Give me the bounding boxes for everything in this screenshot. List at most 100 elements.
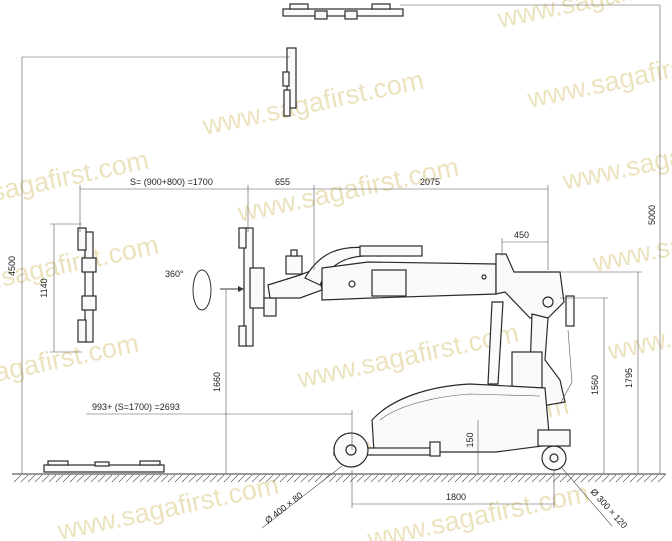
floor-vacuum-frame <box>43 460 165 473</box>
ground-hatch-line <box>146 474 155 483</box>
ground-hatch-line <box>363 474 372 483</box>
ground-hatch-line <box>272 474 281 483</box>
ground-hatch-line <box>377 474 386 483</box>
ground-hatch-line <box>209 474 218 483</box>
lifting-arm <box>267 245 497 301</box>
ground-hatch-line <box>251 474 260 483</box>
ground-hatch-line <box>559 474 568 483</box>
ground-hatch-line <box>342 474 351 483</box>
chassis <box>333 383 571 471</box>
ground-hatch-line <box>517 474 526 483</box>
ground-hatch-line <box>524 474 533 483</box>
ground-hatch-line <box>475 474 484 483</box>
dim-1795: 1795 <box>624 368 634 388</box>
watermark-13: www.sagafirst.com <box>54 470 281 541</box>
rotation-label: 360° <box>165 269 184 279</box>
ground-hatch-line <box>174 474 183 483</box>
ground-hatch-line <box>538 474 547 483</box>
ground-hatch-line <box>566 474 575 483</box>
dim-5000: 5000 <box>647 205 657 225</box>
ground-hatch-line <box>412 474 421 483</box>
rotation-indicator: 360° <box>165 269 244 311</box>
ground-hatch-line <box>573 474 582 483</box>
ground-hatch-line <box>636 474 645 483</box>
front-vacuum-frame <box>238 227 277 347</box>
ground-hatch-line <box>426 474 435 483</box>
ground-hatch-line <box>314 474 323 483</box>
ground-hatch-line <box>594 474 603 483</box>
ground-hatch-line <box>181 474 190 483</box>
ground-hatch-line <box>370 474 379 483</box>
ground-hatch-line <box>398 474 407 483</box>
watermark-6: www.sagafirst.com <box>559 120 672 196</box>
watermark-8: www.sagafirst.com <box>294 318 521 394</box>
ground-hatch-line <box>489 474 498 483</box>
ground-hatch-line <box>13 474 22 483</box>
watermark-9: www.sagafirst.com <box>589 202 672 278</box>
ground-hatch-line <box>650 474 659 483</box>
dim-1560: 1560 <box>590 375 600 395</box>
watermark-2: www.sagafirst.com <box>199 65 426 141</box>
ground-hatch-line <box>132 474 141 483</box>
ground-hatch-line <box>349 474 358 483</box>
ground-hatch-line <box>608 474 617 483</box>
ground-hatch-line <box>384 474 393 483</box>
ground-hatch-line <box>454 474 463 483</box>
ground-hatch-line <box>237 474 246 483</box>
ground-hatch-line <box>468 474 477 483</box>
ground-hatch-line <box>293 474 302 483</box>
ground-hatch-line <box>258 474 267 483</box>
ground-hatch-line <box>90 474 99 483</box>
watermark-4: www.sagafirst.com <box>0 145 151 221</box>
ground-hatch-line <box>580 474 589 483</box>
mast <box>487 253 575 407</box>
ground-hatch-line <box>48 474 57 483</box>
dim-150: 150 <box>465 432 475 447</box>
ground-hatch-line <box>125 474 134 483</box>
ground-hatch-line <box>83 474 92 483</box>
ground-hatch-line <box>97 474 106 483</box>
ground-hatch-line <box>20 474 29 483</box>
dim-2075: 2075 <box>420 177 440 187</box>
raised-vacuum-frame <box>282 47 297 117</box>
ground-hatch-line <box>104 474 113 483</box>
ground-hatch-line <box>482 474 491 483</box>
ground-hatch-line <box>419 474 428 483</box>
ground-hatch-line <box>307 474 316 483</box>
dim-reach: 993+ (S=1700) =2693 <box>92 402 180 412</box>
ground-hatch-line <box>244 474 253 483</box>
ground-hatch-line <box>195 474 204 483</box>
ground-hatch-line <box>531 474 540 483</box>
ground-hatch-line <box>202 474 211 483</box>
ground-hatch-line <box>286 474 295 483</box>
watermark-10: www.sagafirst.com <box>0 328 141 404</box>
ground-hatch-line <box>62 474 71 483</box>
ground-hatch-line <box>76 474 85 483</box>
ground-hatch-line <box>447 474 456 483</box>
side-vacuum-frame <box>77 227 97 343</box>
ground-hatch-line <box>160 474 169 483</box>
ground-hatch-line <box>587 474 596 483</box>
ground-hatch-line <box>391 474 400 483</box>
ground-hatch-line <box>496 474 505 483</box>
ground-hatch-line <box>335 474 344 483</box>
ground-hatch-line <box>461 474 470 483</box>
ground-hatch-line <box>503 474 512 483</box>
dim-1660: 1660 <box>212 372 222 392</box>
top-vacuum-frame <box>282 3 404 20</box>
dim-4500: 4500 <box>7 256 17 276</box>
ground-hatch-line <box>622 474 631 483</box>
ground-hatch-line <box>41 474 50 483</box>
ground-hatch-line <box>643 474 652 483</box>
ground-hatch-line <box>167 474 176 483</box>
watermark-3: www.sagafirst.com <box>524 38 672 114</box>
ground-hatch-line <box>188 474 197 483</box>
ground-hatch-line <box>139 474 148 483</box>
ground-hatch-line <box>405 474 414 483</box>
ground-hatch-line <box>510 474 519 483</box>
ground-hatch-line <box>55 474 64 483</box>
ground-hatch-line <box>300 474 309 483</box>
ground-hatch-line <box>223 474 232 483</box>
ground-hatch-line <box>601 474 610 483</box>
